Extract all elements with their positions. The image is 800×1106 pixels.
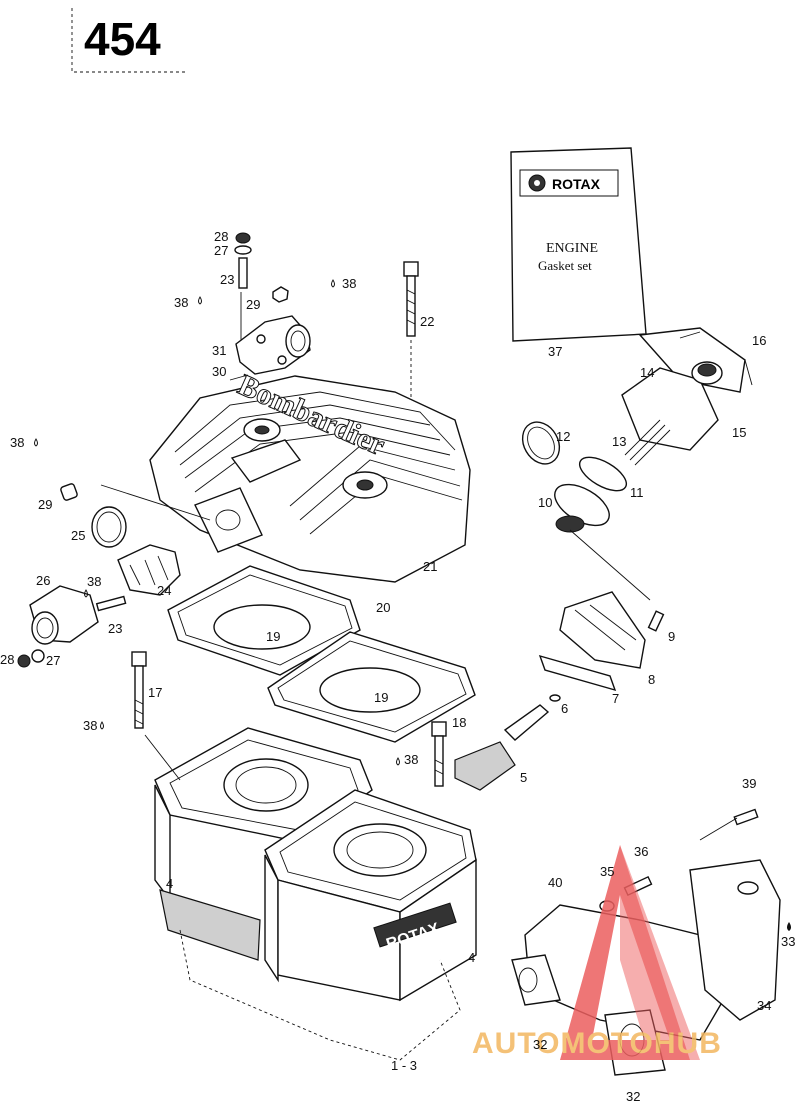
callout-4: 4 (166, 876, 173, 891)
callout-25: 25 (71, 528, 85, 543)
callout-38: 38 (342, 276, 356, 291)
callout-30: 30 (212, 364, 226, 379)
oil-drop-icon (787, 922, 791, 931)
manual-brand: ROTAX (552, 176, 601, 192)
oil-drop-icon (34, 438, 38, 447)
callout-14: 14 (640, 365, 654, 380)
cylinders: ROTAX (154, 727, 477, 1061)
oil-drop-icon (84, 589, 88, 598)
manual-title-line2: Gasket set (538, 258, 592, 273)
left-hardware (17, 483, 181, 668)
callout-19: 19 (374, 690, 388, 705)
callout-37: 37 (548, 344, 562, 359)
callout-35: 35 (600, 864, 614, 879)
callout-32: 32 (626, 1089, 640, 1104)
oil-drop-icons (34, 279, 791, 931)
diagram-number: 454 (84, 13, 161, 65)
callout-22: 22 (420, 314, 434, 329)
manual-title-line1: ENGINE (546, 241, 598, 256)
callout-31: 31 (212, 343, 226, 358)
callout-23: 23 (108, 621, 122, 636)
top-hardware (234, 232, 419, 430)
callout-8: 8 (648, 672, 655, 687)
thermostat-housing-top (235, 315, 311, 375)
callout-28: 28 (0, 652, 14, 667)
callout-29: 29 (38, 497, 52, 512)
callout-38: 38 (404, 752, 418, 767)
stud-bolts (131, 651, 447, 787)
callout-39: 39 (742, 776, 756, 791)
callout-38: 38 (87, 574, 101, 589)
callout-13: 13 (612, 434, 626, 449)
callout-16: 16 (752, 333, 766, 348)
callout-labels: 28 27 23 38 29 38 22 31 30 37 16 14 15 1… (0, 229, 795, 1104)
watermark-text: AUTOMOTOHUB (472, 1027, 722, 1060)
oil-drop-icon (198, 296, 202, 305)
callout-18: 18 (452, 715, 466, 730)
callout-40: 40 (548, 875, 562, 890)
callout-6: 6 (561, 701, 568, 716)
callout-15: 15 (732, 425, 746, 440)
watermark: AUTOMOTOHUB (472, 845, 722, 1060)
cylinder-head: Bombardier (149, 368, 471, 583)
callout-27: 27 (46, 653, 60, 668)
callout-32: 32 (533, 1037, 547, 1052)
oil-drop-icon (331, 279, 335, 288)
head-gaskets (167, 565, 476, 743)
callout-12: 12 (556, 429, 570, 444)
callout-4: 4 (468, 950, 475, 965)
callout-38: 38 (10, 435, 24, 450)
callout-11: 11 (630, 485, 644, 500)
callout-10: 10 (538, 495, 552, 510)
callout-17: 17 (148, 685, 162, 700)
callout-9: 9 (668, 629, 675, 644)
gasket-set-manual: ROTAX ENGINE Gasket set (510, 147, 647, 342)
oil-drop-icon (396, 757, 400, 766)
callout-21: 21 (423, 559, 437, 574)
callout-24: 24 (157, 583, 171, 598)
oil-drop-icon (100, 721, 104, 730)
callout-38: 38 (174, 295, 188, 310)
callout-29: 29 (246, 297, 260, 312)
callout-20: 20 (376, 600, 390, 615)
callout-5: 5 (520, 770, 527, 785)
callout-26: 26 (36, 573, 50, 588)
callout-19: 19 (266, 629, 280, 644)
callout-38: 38 (83, 718, 97, 733)
leader-lines (100, 374, 738, 841)
diagram-number-box: 454 (71, 8, 185, 73)
callout-33: 33 (781, 934, 795, 949)
rave-valve-group (454, 327, 753, 791)
callout-27: 27 (214, 243, 228, 258)
callout-23: 23 (220, 272, 234, 287)
callout-1-3: 1 - 3 (391, 1058, 417, 1073)
callout-28: 28 (214, 229, 228, 244)
callout-36: 36 (634, 844, 648, 859)
callout-7: 7 (612, 691, 619, 706)
callout-34: 34 (757, 998, 771, 1013)
